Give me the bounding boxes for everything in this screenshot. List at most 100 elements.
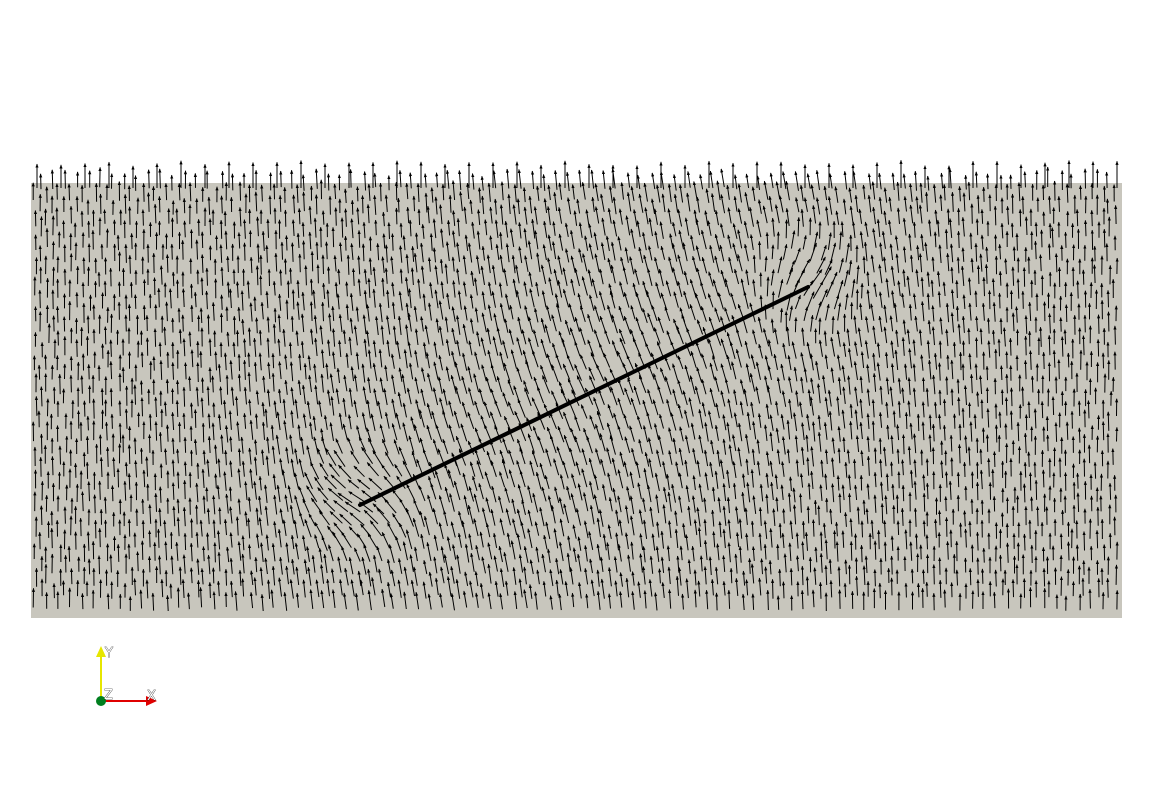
vector-glyph-arrow <box>471 173 475 190</box>
vector-glyph-arrow <box>994 348 998 369</box>
vector-glyph-arrow <box>1077 427 1082 443</box>
vector-glyph-arrow <box>477 209 481 226</box>
vector-glyph-arrow <box>1057 195 1061 212</box>
vector-glyph-arrow <box>376 243 380 261</box>
vector-glyph-arrow <box>164 183 168 201</box>
vector-glyph-arrow <box>771 244 775 260</box>
vector-glyph-arrow <box>196 579 201 598</box>
vector-glyph-arrow <box>939 194 943 212</box>
vector-glyph-arrow <box>945 376 949 395</box>
vector-glyph-arrow <box>834 186 839 203</box>
vector-glyph-arrow <box>924 242 928 261</box>
vector-glyph-arrow <box>812 205 817 224</box>
vector-glyph-arrow <box>902 246 907 263</box>
vector-glyph-arrow <box>512 204 517 225</box>
vector-glyph-arrow <box>499 254 504 273</box>
vector-glyph-arrow <box>608 185 613 203</box>
vector-glyph-arrow <box>505 168 510 189</box>
vector-glyph-arrow <box>871 181 876 200</box>
vector-glyph-arrow <box>476 230 481 250</box>
vector-glyph-arrow <box>219 244 223 263</box>
vector-glyph-arrow <box>768 195 773 212</box>
vector-glyph-arrow <box>316 264 320 284</box>
vector-glyph-arrow <box>782 243 788 260</box>
vector-glyph-arrow <box>456 242 461 262</box>
vector-glyph-arrow <box>333 255 337 272</box>
vector-glyph-arrow <box>1050 227 1054 248</box>
vector-glyph-arrow <box>75 339 79 357</box>
vector-glyph-arrow <box>103 280 107 297</box>
vector-glyph-arrow <box>408 172 413 189</box>
vector-glyph-arrow <box>1086 400 1091 419</box>
vector-glyph-arrow <box>507 193 511 215</box>
vector-glyph-arrow <box>815 169 820 190</box>
vector-glyph-arrow <box>381 211 386 227</box>
vector-glyph-arrow <box>362 221 366 239</box>
vector-glyph-arrow <box>835 210 840 225</box>
vector-glyph-arrow <box>806 173 811 189</box>
vector-glyph-arrow <box>673 193 678 212</box>
vector-glyph-arrow <box>957 207 961 226</box>
vector-glyph-arrow <box>477 187 482 203</box>
vector-glyph-arrow <box>937 510 942 526</box>
vector-glyph-arrow <box>456 218 460 237</box>
vector-glyph-arrow <box>310 251 314 272</box>
vector-glyph-arrow <box>1101 421 1105 441</box>
vector-glyph-arrow <box>955 280 959 299</box>
vector-glyph-arrow <box>291 219 295 237</box>
vector-glyph-arrow <box>1065 421 1069 440</box>
vector-glyph-arrow <box>224 568 228 586</box>
vector-glyph-arrow <box>324 241 329 260</box>
vector-glyph-arrow <box>810 184 815 200</box>
vector-glyph-arrow <box>771 217 775 237</box>
vector-glyph-arrow <box>776 544 780 560</box>
vector-glyph-arrow <box>778 195 784 213</box>
vector-glyph-arrow <box>37 364 41 380</box>
vector-glyph-arrow <box>600 193 605 212</box>
vector-glyph-arrow <box>201 422 205 443</box>
vector-glyph-arrow <box>1008 337 1013 356</box>
vector-glyph-arrow <box>584 235 589 251</box>
vector-glyph-arrow <box>1023 360 1028 380</box>
vector-glyph-arrow <box>343 188 348 204</box>
vector-glyph-arrow <box>942 398 947 417</box>
vector-glyph-arrow <box>949 529 953 548</box>
vector-glyph-arrow <box>1036 506 1040 527</box>
vector-glyph-arrow <box>321 254 325 275</box>
vector-glyph-arrow <box>1022 533 1027 551</box>
vector-glyph-arrow <box>196 462 200 479</box>
vector-glyph-arrow <box>344 208 348 227</box>
vector-glyph-arrow <box>888 219 892 236</box>
vector-glyph-arrow <box>56 330 60 346</box>
vector-glyph-arrow <box>445 169 450 189</box>
vector-glyph-arrow <box>980 399 984 419</box>
vector-glyph-arrow <box>1017 182 1021 202</box>
vector-glyph-arrow <box>205 487 209 502</box>
vector-glyph-arrow <box>314 194 319 215</box>
vector-glyph-arrow <box>34 396 39 416</box>
vector-glyph-arrow <box>918 204 923 224</box>
vector-glyph-arrow <box>1047 243 1051 260</box>
vector-glyph-arrow <box>975 218 979 236</box>
vector-glyph-arrow <box>205 267 209 286</box>
vector-glyph-arrow <box>536 185 540 201</box>
vector-glyph-arrow <box>974 337 979 358</box>
vector-glyph-arrow <box>901 434 906 455</box>
vector-glyph-arrow <box>982 186 986 202</box>
vector-glyph-arrow <box>69 568 74 585</box>
vector-glyph-arrow <box>148 530 152 548</box>
vector-glyph-arrow <box>542 174 546 191</box>
vector-glyph-arrow <box>992 591 997 609</box>
vector-glyph-arrow <box>862 256 866 274</box>
vector-glyph-arrow <box>165 254 170 273</box>
vector-glyph-arrow <box>1108 482 1112 500</box>
vector-glyph-arrow <box>889 243 894 261</box>
vector-glyph-arrow <box>1023 461 1027 478</box>
vector-glyph-arrow <box>852 221 856 239</box>
vector-glyph-arrow <box>659 221 664 239</box>
vector-glyph-arrow <box>528 195 533 214</box>
vector-glyph-arrow <box>902 217 907 236</box>
vector-glyph-arrow <box>743 220 749 239</box>
